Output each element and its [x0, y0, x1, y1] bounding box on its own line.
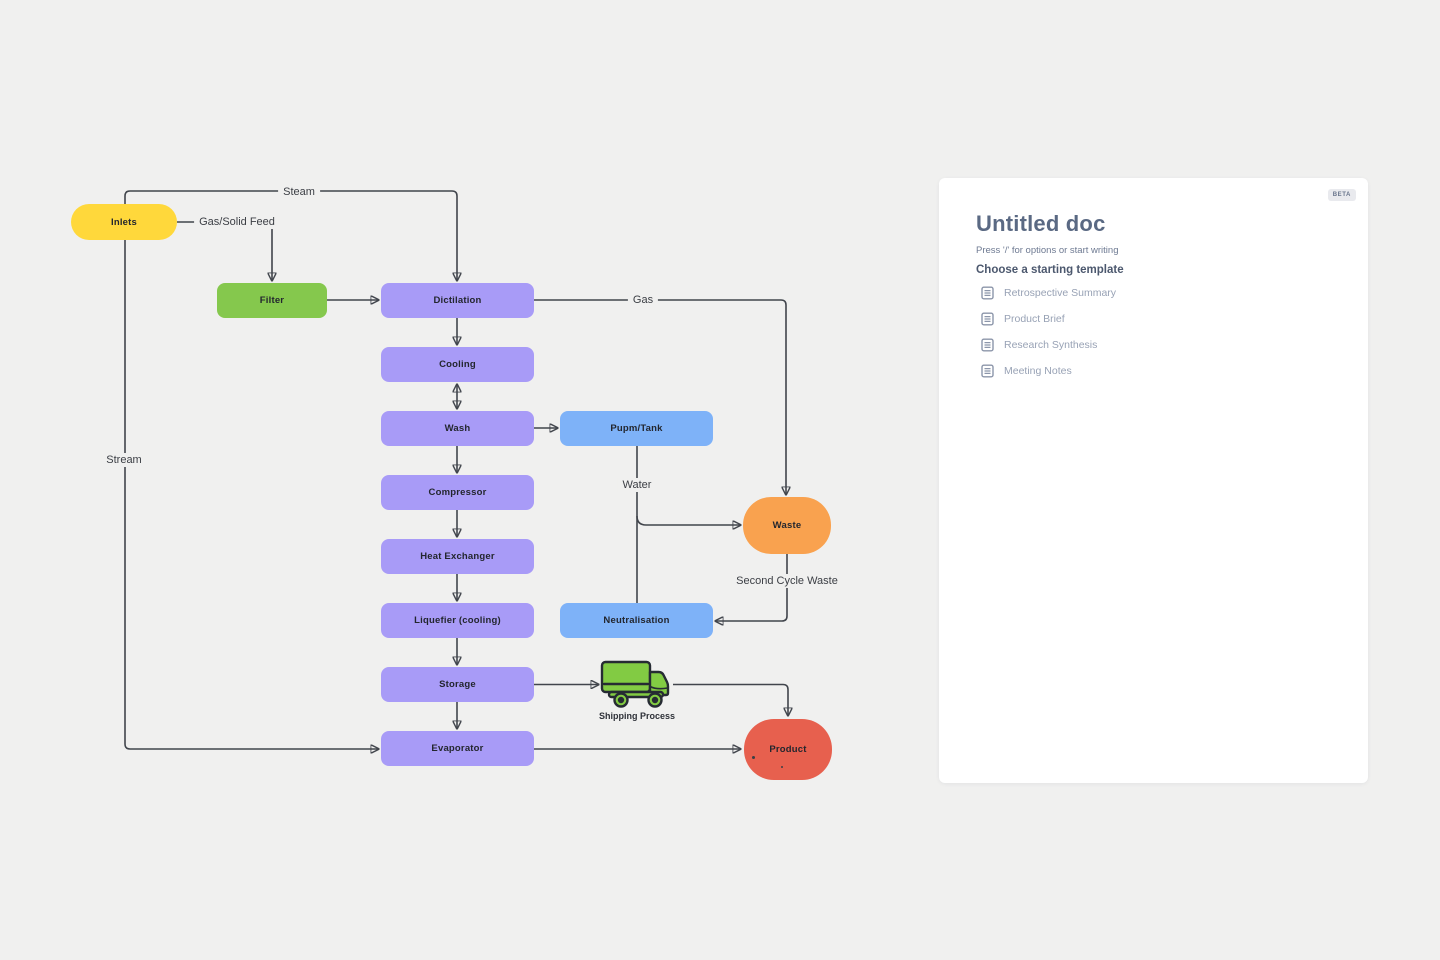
connector-stream: [124, 240, 379, 749]
edge-label-steam[interactable]: Steam: [278, 185, 320, 199]
node-waste[interactable]: Waste: [743, 497, 831, 554]
connector-steam: [124, 190, 457, 281]
node-distillation-label: Dictilation: [433, 295, 482, 306]
edge-label-second-cycle-waste[interactable]: Second Cycle Waste: [731, 574, 843, 588]
node-wash-label: Wash: [444, 423, 471, 434]
ink-mark: [781, 766, 783, 768]
node-pump-tank-label: Pupm/Tank: [610, 423, 663, 434]
node-heat-exchanger-label: Heat Exchanger: [420, 551, 495, 562]
node-inlets-label: Inlets: [110, 216, 137, 228]
node-product-label: Product: [769, 744, 807, 755]
template-item-retrospective-summary[interactable]: Retrospective Summary: [981, 280, 1331, 306]
node-compressor-label: Compressor: [428, 487, 487, 498]
node-heat-exchanger[interactable]: Heat Exchanger: [381, 539, 534, 574]
node-pump-tank[interactable]: Pupm/Tank: [560, 411, 713, 446]
node-evaporator[interactable]: Evaporator: [381, 731, 534, 766]
node-neutralisation[interactable]: Neutralisation: [560, 603, 713, 638]
template-item-product-brief[interactable]: Product Brief: [981, 306, 1331, 332]
node-filter[interactable]: Filter: [217, 283, 327, 318]
node-inlets[interactable]: Inlets: [71, 204, 177, 240]
node-compressor[interactable]: Compressor: [381, 475, 534, 510]
doc-editor-placeholder[interactable]: Press '/' for options or start writing: [976, 245, 1119, 256]
template-list: Retrospective Summary Product Brief Rese…: [981, 280, 1331, 384]
template-item-meeting-notes[interactable]: Meeting Notes: [981, 358, 1331, 384]
edge-label-gas-solid-feed[interactable]: Gas/Solid Feed: [194, 215, 280, 229]
truck-shape: [600, 660, 670, 708]
template-item-label: Product Brief: [1004, 313, 1065, 325]
node-wash[interactable]: Wash: [381, 411, 534, 446]
edge-label-shipping-process[interactable]: Shipping Process: [598, 711, 676, 721]
beta-badge: BETA: [1327, 189, 1356, 201]
document-icon: [981, 364, 994, 378]
edge-label-gas[interactable]: Gas: [627, 293, 659, 307]
truck-icon[interactable]: [600, 660, 674, 708]
document-icon: [981, 338, 994, 352]
node-storage[interactable]: Storage: [381, 667, 534, 702]
doc-panel: BETA Untitled doc Press '/' for options …: [939, 178, 1368, 783]
edge-label-water[interactable]: Water: [617, 478, 657, 492]
node-product[interactable]: Product: [744, 719, 832, 780]
document-icon: [981, 286, 994, 300]
node-waste-label: Waste: [772, 520, 802, 531]
connector-gas-solid-feed: [177, 221, 272, 281]
node-neutralisation-label: Neutralisation: [603, 615, 670, 626]
connector-water-waste: [636, 515, 741, 525]
node-cooling[interactable]: Cooling: [381, 347, 534, 382]
node-cooling-label: Cooling: [439, 359, 476, 370]
ink-mark: [752, 756, 755, 759]
document-icon: [981, 312, 994, 326]
template-item-research-synthesis[interactable]: Research Synthesis: [981, 332, 1331, 358]
template-item-label: Retrospective Summary: [1004, 287, 1117, 299]
node-liquefier-label: Liquefier (cooling): [414, 615, 501, 626]
node-filter-label: Filter: [259, 295, 285, 306]
node-distillation[interactable]: Dictilation: [381, 283, 534, 318]
connector-gas-to-waste: [534, 299, 786, 495]
connector-second-cycle-waste: [715, 554, 788, 621]
template-item-label: Research Synthesis: [1004, 339, 1098, 351]
node-evaporator-label: Evaporator: [431, 743, 484, 754]
edge-label-stream[interactable]: Stream: [101, 453, 147, 467]
doc-title[interactable]: Untitled doc: [976, 211, 1106, 236]
templates-heading: Choose a starting template: [976, 264, 1124, 276]
node-storage-label: Storage: [439, 679, 476, 690]
node-liquefier[interactable]: Liquefier (cooling): [381, 603, 534, 638]
connector-truck-product: [673, 683, 788, 717]
template-item-label: Meeting Notes: [1004, 365, 1072, 377]
